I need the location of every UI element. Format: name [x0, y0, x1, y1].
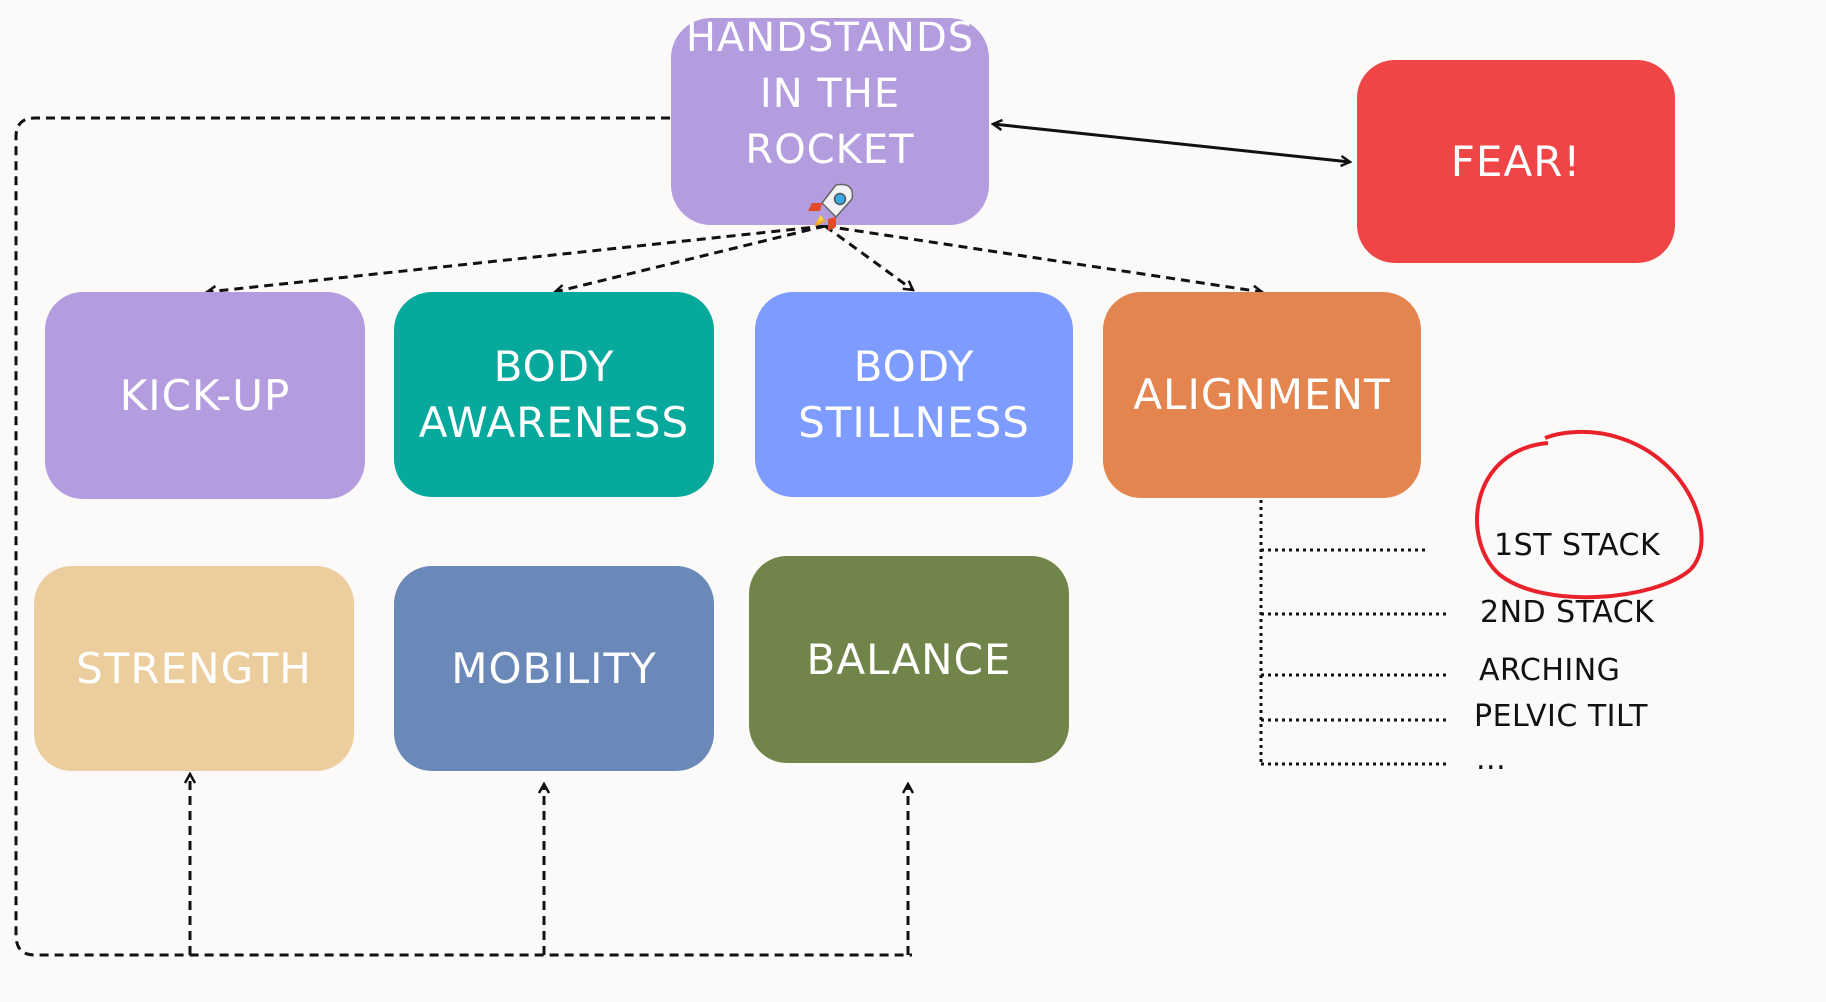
fear-node[interactable]: FEAR!	[1357, 60, 1675, 263]
balance-node-label: BALANCE	[806, 634, 1012, 684]
foundation-arrows	[190, 774, 908, 955]
kickup-node[interactable]: KICK-UP	[45, 292, 365, 499]
rocket-icon	[808, 183, 854, 231]
alignment-node-label: ALIGNMENT	[1133, 370, 1391, 419]
alignment-item: ARCHING	[1479, 653, 1621, 688]
strength-node-label: STRENGTH	[76, 643, 312, 693]
alignment-item: 2ND STACK	[1480, 595, 1655, 630]
alignment-item: PELVIC TILT	[1474, 699, 1648, 734]
highlight-circle	[1475, 429, 1704, 600]
fear-node-label: FEAR!	[1450, 136, 1582, 186]
body-awareness-node[interactable]: BODY AWARENESS	[394, 292, 714, 497]
body-awareness-node-label: BODY AWARENESS	[418, 341, 690, 447]
body-stillness-node-label: BODY STILLNESS	[798, 341, 1030, 447]
root-node[interactable]: HANDSTANDS IN THE ROCKET	[671, 14, 989, 231]
mobility-node[interactable]: MOBILITY	[394, 566, 714, 771]
foundation-loop	[14, 116, 912, 957]
balance-node[interactable]: BALANCE	[749, 556, 1069, 763]
alignment-tree	[1259, 500, 1448, 766]
root-branches	[207, 224, 1262, 292]
kickup-node-label: KICK-UP	[119, 370, 291, 420]
mobility-node-label: MOBILITY	[451, 643, 657, 693]
alignment-node[interactable]: ALIGNMENT	[1103, 292, 1421, 498]
alignment-item: ...	[1476, 742, 1507, 777]
alignment-item: 1ST STACK	[1494, 528, 1661, 563]
fear-connector	[993, 124, 1350, 162]
body-stillness-node[interactable]: BODY STILLNESS	[755, 292, 1073, 497]
root-node-label: HANDSTANDS IN THE ROCKET	[685, 14, 975, 173]
strength-node[interactable]: STRENGTH	[34, 566, 354, 771]
